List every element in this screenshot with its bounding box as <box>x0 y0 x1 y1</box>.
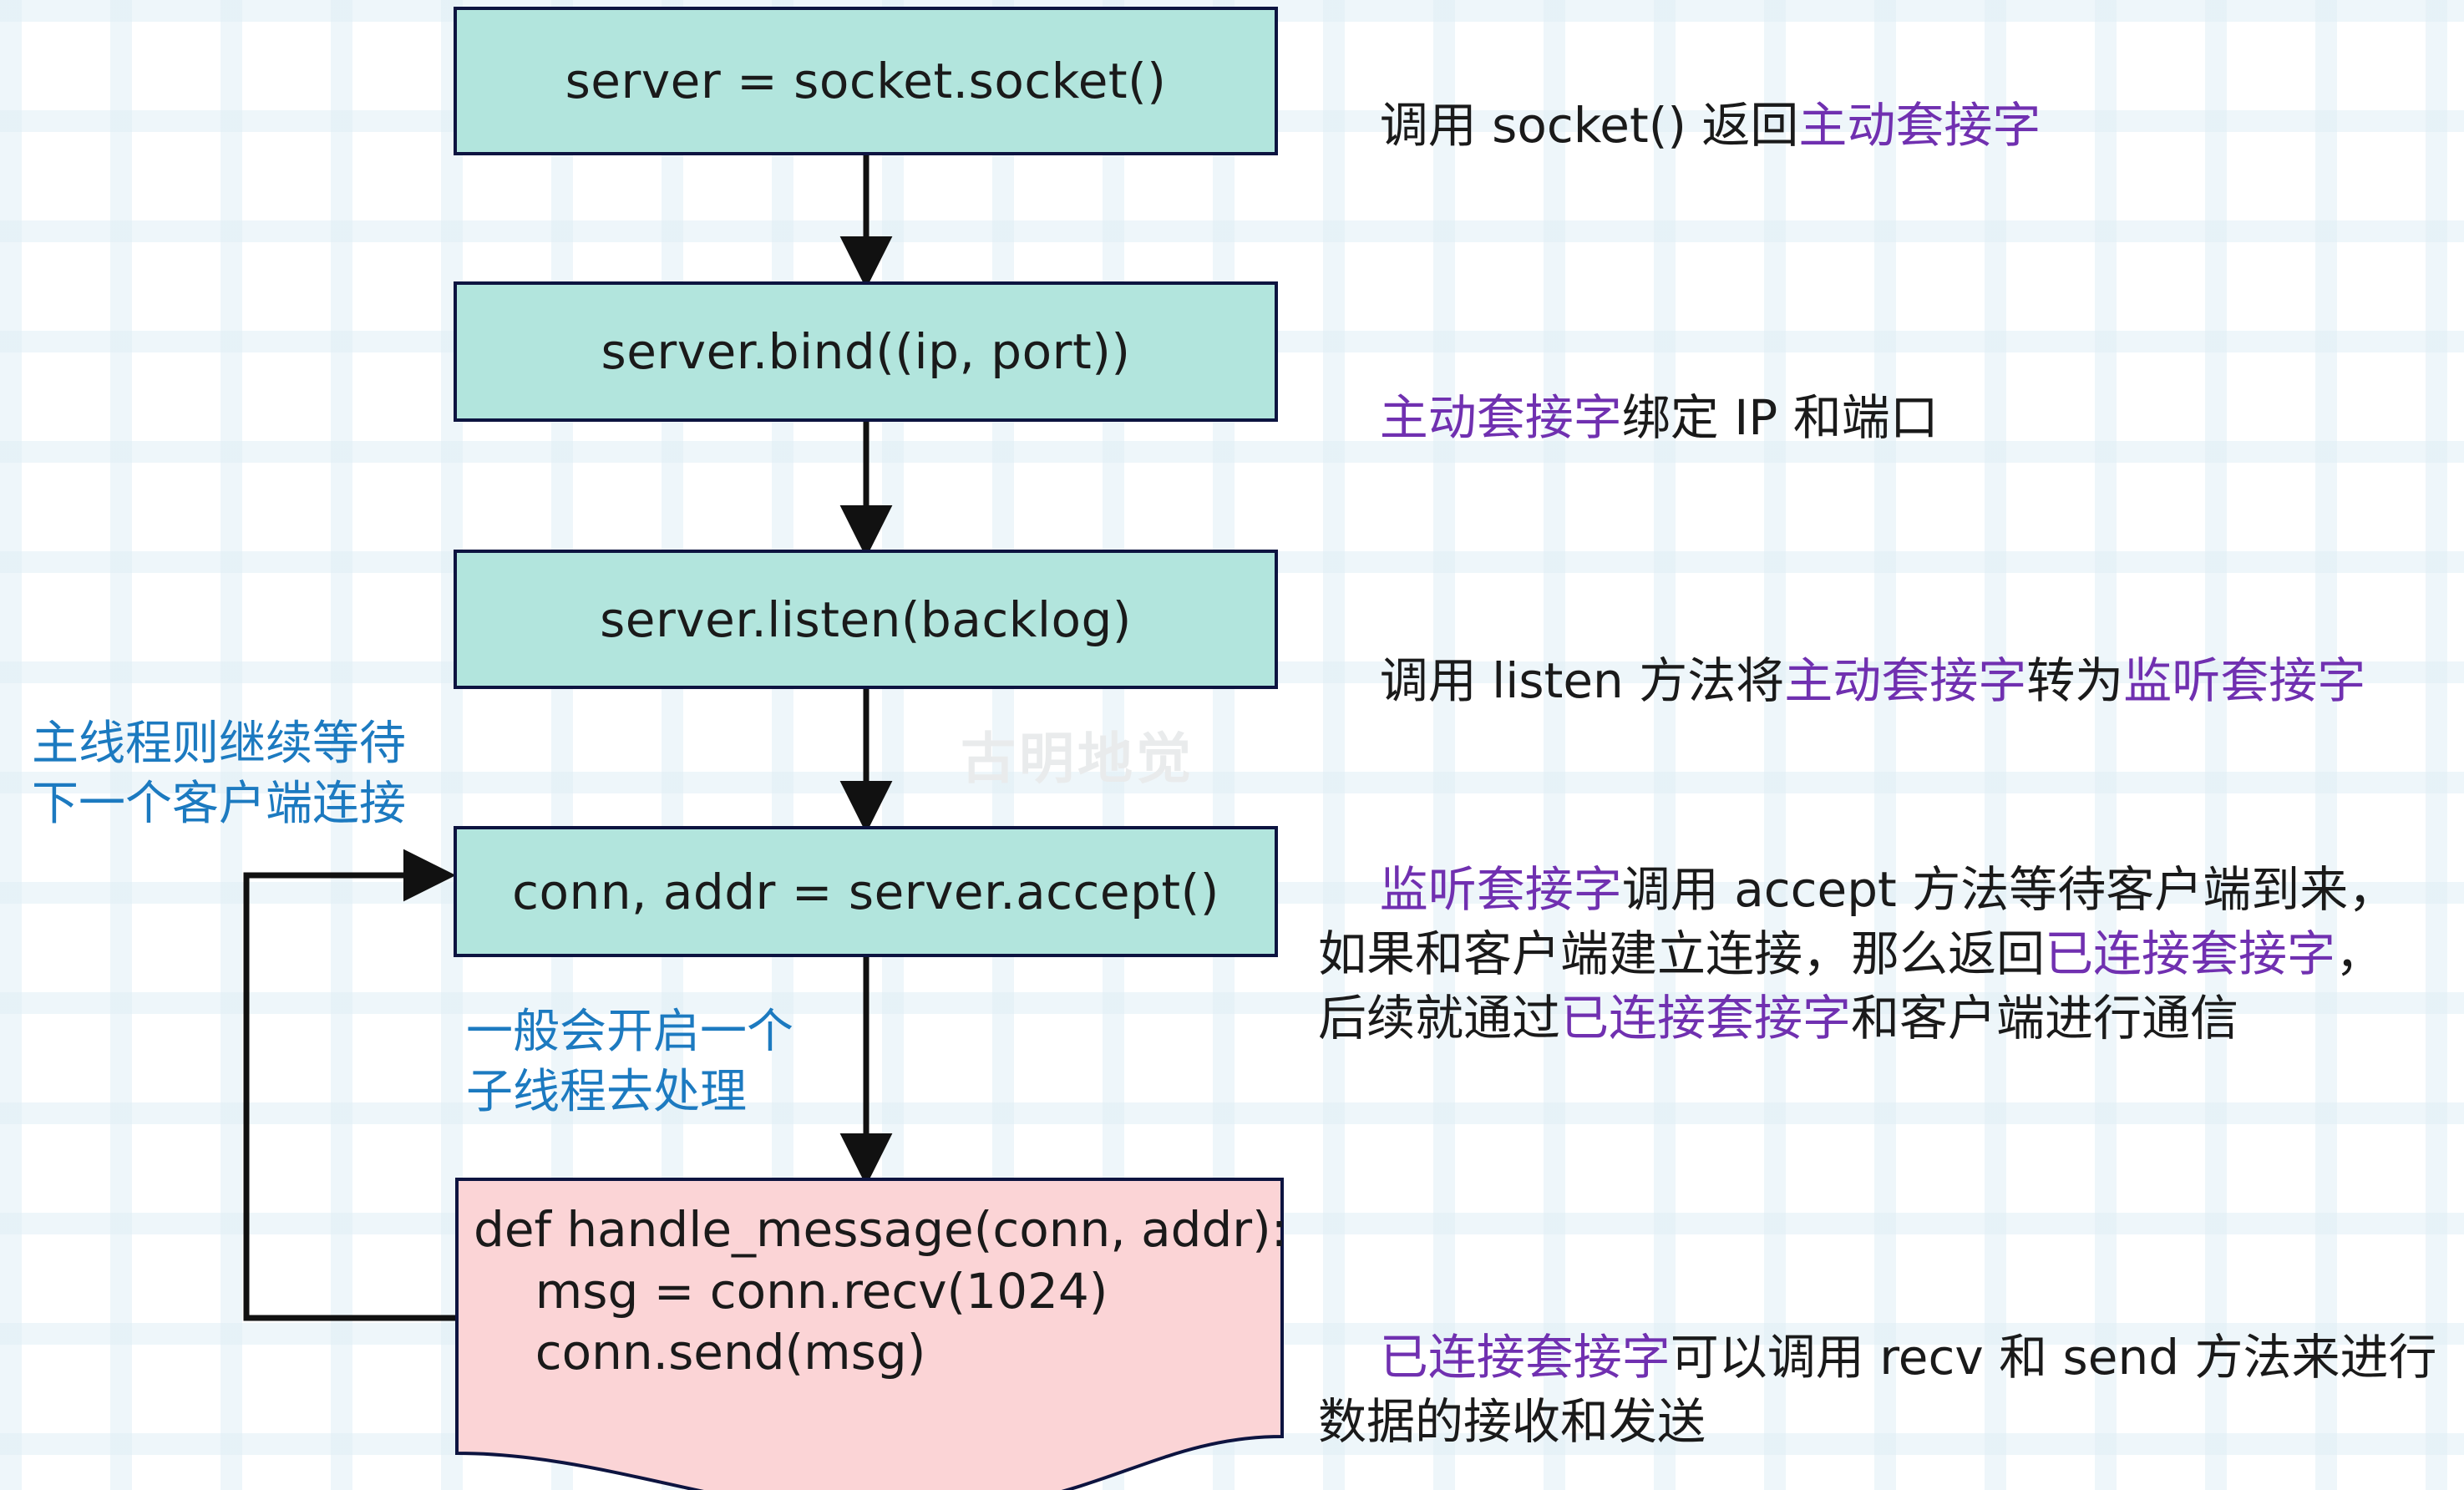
node-socket-code: server = socket.socket() <box>565 53 1167 109</box>
desc-accept-seg-2: 已连接套接字 <box>2045 925 2336 983</box>
desc-listen-seg-3: 监听套接字 <box>2123 652 2366 710</box>
node-listen-code: server.listen(backlog) <box>600 590 1132 648</box>
node-bind-code: server.bind((ip, port)) <box>601 323 1131 380</box>
node-bind[interactable]: server.bind((ip, port)) <box>454 281 1278 422</box>
arrow-loop-back <box>243 849 456 1321</box>
desc-socket: 调用 socket() 返回主动套接字 <box>1318 29 2041 222</box>
desc-handle: 已连接套接字可以调用 recv 和 send 方法来进行 数据的接收和发送 <box>1318 1261 2436 1490</box>
desc-listen-seg-2: 转为 <box>2026 652 2124 710</box>
desc-socket-seg-0: 调用 socket() 返回 <box>1379 97 1799 155</box>
desc-listen: 调用 listen 方法将主动套接字转为监听套接字 <box>1318 585 2366 778</box>
node-listen[interactable]: server.listen(backlog) <box>454 550 1278 689</box>
note-child-thread: 一般会开启一个 子线程去处理 <box>466 1005 793 1119</box>
node-accept-code: conn, addr = server.accept() <box>512 863 1219 920</box>
desc-listen-seg-0: 调用 listen 方法将 <box>1379 652 1785 710</box>
note-main-thread: 主线程则继续等待 下一个客户端连接 <box>32 717 406 831</box>
desc-accept-seg-0: 监听套接字 <box>1379 861 1622 919</box>
desc-accept-seg-3: ， 后续就通过 <box>1318 925 2385 1047</box>
desc-accept-seg-1: 调用 accept 方法等待客户端到来， 如果和客户端建立连接，那么返回 <box>1318 861 2397 983</box>
desc-accept-seg-5: 和客户端进行通信 <box>1851 990 2239 1047</box>
desc-bind-seg-1: 绑定 IP 和端口 <box>1621 389 1939 447</box>
node-handle[interactable]: def handle_message(conn, addr): msg = co… <box>455 1178 1288 1490</box>
desc-handle-seg-0: 已连接套接字 <box>1379 1329 1671 1386</box>
document-shape <box>455 1178 1284 1490</box>
desc-listen-seg-1: 主动套接字 <box>1784 652 2027 710</box>
desc-accept: 监听套接字调用 accept 方法等待客户端到来， 如果和客户端建立连接，那么返… <box>1318 793 2396 1116</box>
node-handle-code: def handle_message(conn, addr): msg = co… <box>474 1201 1288 1381</box>
node-socket[interactable]: server = socket.socket() <box>454 7 1278 155</box>
desc-bind: 主动套接字绑定 IP 和端口 <box>1318 322 1939 514</box>
desc-accept-seg-4: 已连接套接字 <box>1560 990 1852 1047</box>
watermark-text: 古明地觉 <box>961 727 1194 791</box>
desc-socket-seg-1: 主动套接字 <box>1798 97 2041 155</box>
node-accept[interactable]: conn, addr = server.accept() <box>454 826 1278 957</box>
desc-bind-seg-0: 主动套接字 <box>1379 389 1622 447</box>
desc-handle-seg-1: 可以调用 recv 和 send 方法来进行 数据的接收和发送 <box>1318 1329 2437 1451</box>
